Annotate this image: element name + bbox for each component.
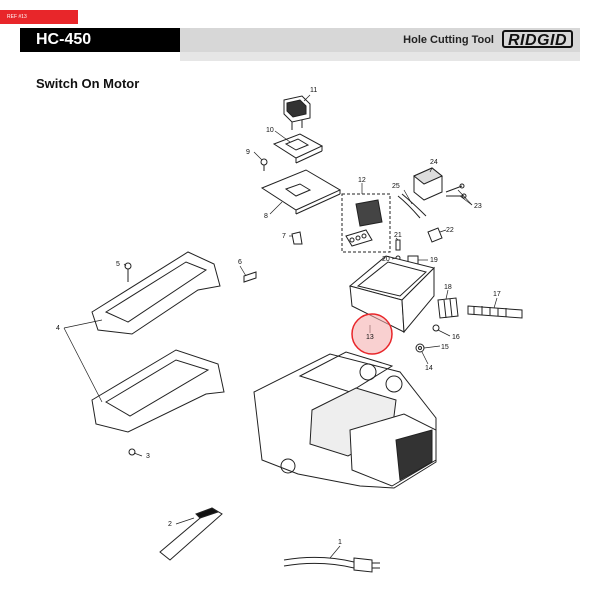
- ref-tag: REF #13: [0, 10, 78, 24]
- callout-7: 7: [282, 233, 286, 240]
- callout-18: 18: [444, 284, 452, 291]
- callout-5: 5: [116, 261, 120, 268]
- callout-12: 12: [358, 177, 366, 184]
- callout-4: 4: [56, 325, 60, 332]
- callout-6: 6: [238, 259, 242, 266]
- part-brush-rod: [467, 305, 523, 319]
- part-washers: [415, 324, 440, 353]
- part-wires: [397, 183, 467, 219]
- callout-17: 17: [493, 291, 501, 298]
- part-switch: [283, 95, 311, 130]
- part-handle-cover-lower: [91, 349, 225, 433]
- part-screw-9: [260, 158, 268, 171]
- part-screw-5: [124, 262, 132, 282]
- part-switch-boot: [272, 133, 324, 164]
- callout-2: 2: [168, 521, 172, 528]
- callout-20: 20: [382, 256, 390, 263]
- callout-15: 15: [441, 344, 449, 351]
- callout-10: 10: [266, 127, 274, 134]
- callout-11: 11: [310, 87, 317, 94]
- callout-3: 3: [146, 453, 150, 460]
- part-clip: [291, 231, 303, 245]
- part-brush-cap: [437, 297, 459, 319]
- callout-21: 21: [394, 232, 402, 239]
- callout-19: 19: [430, 257, 438, 264]
- part-power-cord: [283, 556, 380, 573]
- tool-title: Hole Cutting Tool: [403, 34, 494, 46]
- callout-16: 16: [452, 334, 460, 341]
- callout-23: 23: [474, 203, 482, 210]
- part-brush-assembly: [341, 193, 391, 253]
- part-switch-housing: [348, 255, 435, 334]
- part-screw-6: [243, 271, 257, 283]
- part-capacitor: [413, 167, 443, 201]
- part-handle-cover-upper: [91, 251, 221, 335]
- highlight-circle: [351, 313, 393, 355]
- callout-14: 14: [425, 365, 433, 372]
- model-number: HC-450: [20, 28, 180, 52]
- callout-13: 13: [366, 334, 374, 341]
- part-plate: [260, 169, 342, 215]
- part-label: [159, 507, 223, 561]
- callout-9: 9: [246, 149, 250, 156]
- callout-24: 24: [430, 159, 438, 166]
- callout-22: 22: [446, 227, 454, 234]
- callout-8: 8: [264, 213, 268, 220]
- section-title: Switch On Motor: [36, 76, 140, 91]
- part-screw-3: [128, 448, 136, 456]
- callout-1: 1: [338, 539, 342, 546]
- callout-25: 25: [392, 183, 400, 190]
- part-motor-housing: [253, 351, 437, 489]
- brand-logo: RIDGID: [502, 30, 573, 49]
